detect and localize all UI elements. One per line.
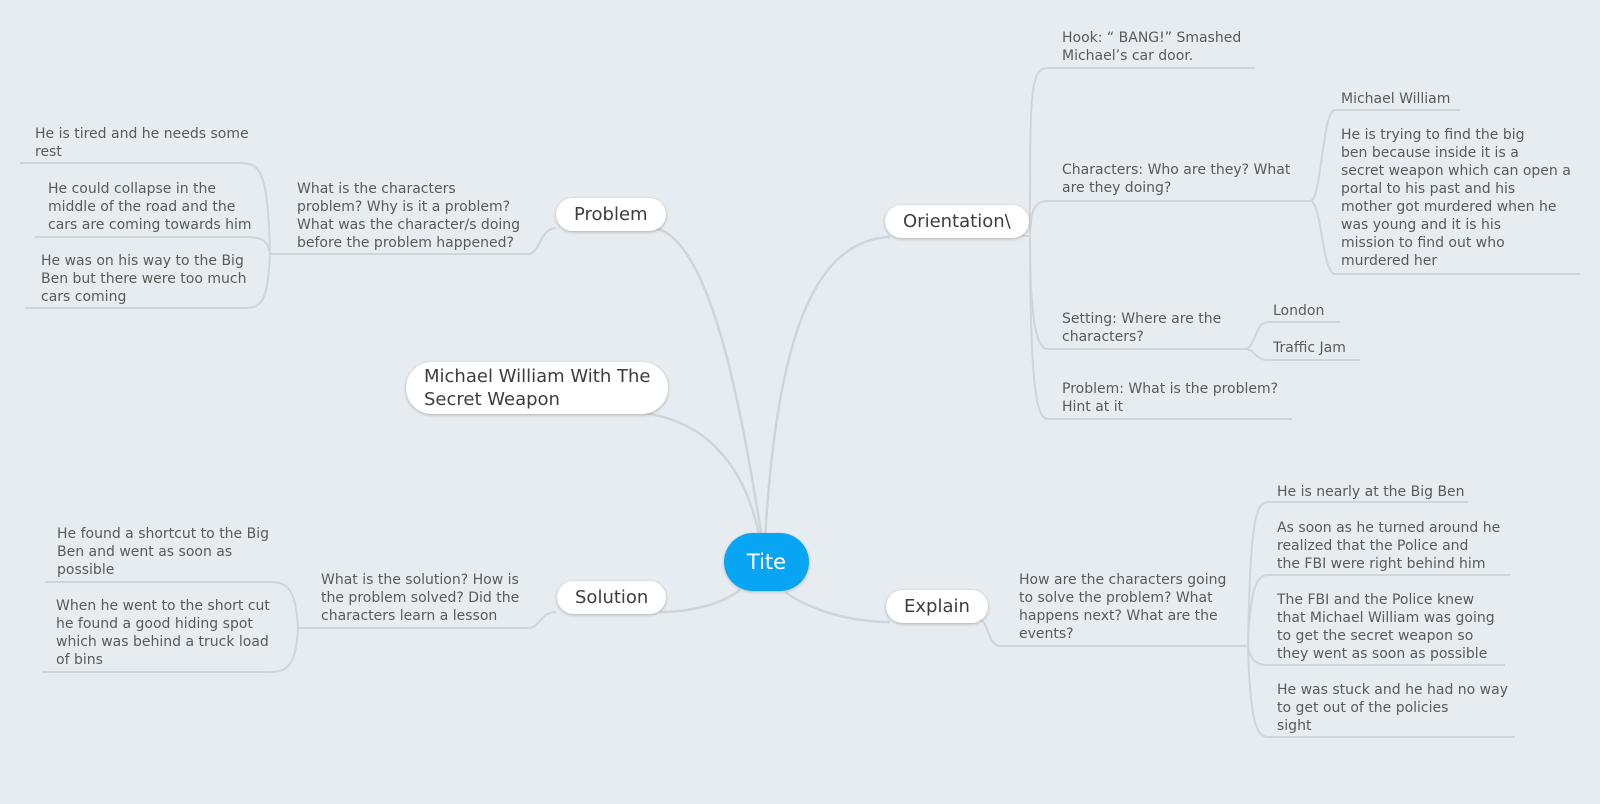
connector-explain-answer-2 [1247, 574, 1510, 647]
connector-setting-london [1244, 321, 1340, 350]
orientation-problem[interactable]: Problem: What is the problem? Hint at it [1062, 381, 1279, 415]
connector-orientation-characters [1029, 200, 1310, 237]
problem-question[interactable]: What is the characters problem? Why is i… [297, 181, 521, 251]
connector-characters-desc [1309, 200, 1580, 275]
connector-central-solution [659, 588, 741, 614]
solution-question[interactable]: What is the solution? How is the problem… [321, 572, 520, 624]
setting-london[interactable]: London [1273, 303, 1325, 319]
connector-orientation-problem [1029, 235, 1292, 420]
setting-traffic-jam[interactable]: Traffic Jam [1273, 340, 1346, 356]
connector-explain-answer-4 [1247, 645, 1515, 738]
floating-topic[interactable]: Michael William With The Secret Weapon [406, 362, 669, 414]
connector-central-problem [654, 226, 764, 539]
connector-central-floating [629, 410, 762, 541]
connector-problem-answer-3 [25, 253, 271, 309]
orientation-node[interactable]: Orientation\ [885, 205, 1029, 238]
explain-answer-1[interactable]: He is nearly at the Big Ben [1277, 484, 1465, 500]
solution-answer-1[interactable]: He found a shortcut to the Big Ben and w… [57, 526, 269, 578]
connector-explain-question [979, 619, 1248, 647]
solution-answer-2[interactable]: When he went to the short cut he found a… [56, 598, 270, 668]
explain-answer-3[interactable]: The FBI and the Police knew that Michael… [1277, 592, 1495, 662]
explain-question[interactable]: How are the characters going to solve th… [1019, 572, 1227, 642]
connector-solution-answer-2 [42, 627, 299, 673]
connector-setting-traffic [1244, 348, 1360, 361]
explain-answer-2[interactable]: As soon as he turned around he realized … [1277, 520, 1501, 572]
connector-central-orientation [763, 235, 891, 539]
problem-answer-3[interactable]: He was on his way to the Big Ben but the… [41, 253, 247, 305]
explain-answer-4[interactable]: He was stuck and he had no way to get ou… [1277, 682, 1508, 734]
solution-node[interactable]: Solution [557, 581, 667, 614]
orientation-setting[interactable]: Setting: Where are the characters? [1062, 311, 1222, 345]
central-topic[interactable]: Tite [724, 533, 809, 591]
explain-node[interactable]: Explain [886, 590, 988, 623]
connector-problem-answer-2 [35, 236, 271, 255]
orientation-characters[interactable]: Characters: Who are they? What are they … [1062, 162, 1291, 196]
connector-characters-name [1309, 109, 1460, 202]
characters-name[interactable]: Michael William [1341, 91, 1451, 107]
problem-answer-1[interactable]: He is tired and he needs some rest [35, 126, 249, 160]
connector-solution-answer-1 [45, 581, 299, 629]
orientation-hook[interactable]: Hook: “ BANG!” Smashed Michael’s car doo… [1062, 30, 1242, 64]
characters-description[interactable]: He is trying to find the big ben because… [1341, 127, 1571, 269]
connector-explain-answer-1 [1247, 501, 1468, 647]
connector-problem-answer-1 [20, 162, 271, 255]
problem-node[interactable]: Problem [556, 198, 666, 231]
connector-central-explain [784, 590, 891, 624]
problem-answer-2[interactable]: He could collapse in the middle of the r… [48, 181, 252, 233]
connector-problem-question [270, 227, 557, 255]
connector-orientation-hook [1029, 67, 1255, 237]
connector-solution-question [298, 611, 557, 629]
